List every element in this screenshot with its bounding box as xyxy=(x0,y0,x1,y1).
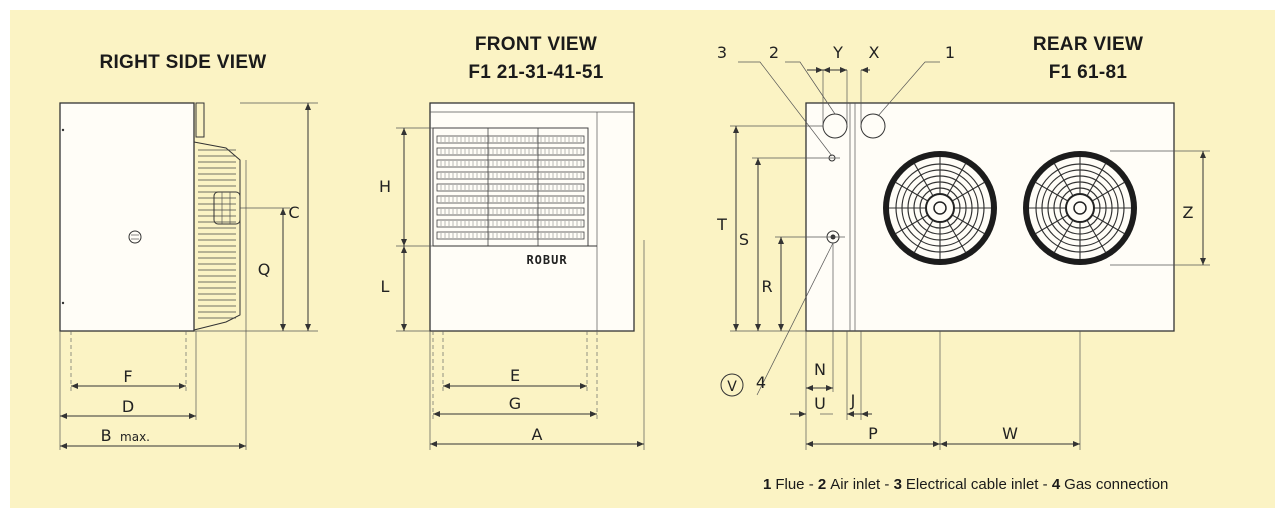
rear-view-title-line2: F1 61-81 xyxy=(1049,62,1128,83)
dim-Q-label: Q xyxy=(258,260,271,279)
callout-3: 3 xyxy=(717,43,727,62)
dim-T-label: T xyxy=(716,215,727,234)
dim-F-label: F xyxy=(123,367,132,386)
side-knob-icon xyxy=(128,230,142,244)
dim-R-label: R xyxy=(761,277,772,296)
dim-G-label: G xyxy=(509,394,521,413)
right-side-view-title: RIGHT SIDE VIEW xyxy=(99,52,266,73)
rear-view-title-line1: REAR VIEW xyxy=(1033,34,1143,55)
dim-E-label: E xyxy=(510,366,520,385)
dim-H-label: H xyxy=(379,177,391,196)
dim-Z-label: Z xyxy=(1183,203,1194,222)
dim-J-label: J xyxy=(850,391,856,410)
side-fan-grille xyxy=(193,141,241,331)
dim-B-label: B max. xyxy=(101,426,150,445)
rear-fan-left xyxy=(883,151,997,265)
front-view-title-line2: F1 21-31-41-51 xyxy=(468,62,603,83)
callout-4: 4 xyxy=(756,373,766,392)
dim-S-label: S xyxy=(739,230,749,249)
dim-D-label: D xyxy=(122,397,134,416)
dim-N-label: N xyxy=(814,360,826,379)
dim-A-label: A xyxy=(532,425,543,444)
robur-logo: ROBUR xyxy=(526,253,567,267)
callout-2: 2 xyxy=(769,43,779,62)
front-view-title-line1: FRONT VIEW xyxy=(475,34,597,55)
dim-C-label: C xyxy=(288,203,299,222)
callout-1: 1 xyxy=(945,43,955,62)
svg-text:V: V xyxy=(727,379,737,395)
dim-X-label: X xyxy=(869,43,880,62)
front-grille xyxy=(432,127,597,247)
dim-L-label: L xyxy=(381,277,390,296)
dim-W-label: W xyxy=(1002,424,1018,443)
dim-U-label: U xyxy=(814,394,826,413)
dim-P-label: P xyxy=(868,424,878,443)
rear-view: REAR VIEW F1 61-81 xyxy=(716,34,1210,450)
front-cabinet xyxy=(429,102,635,332)
right-side-view: RIGHT SIDE VIEW xyxy=(59,52,318,450)
valve-icon xyxy=(720,373,744,397)
rear-fan-right xyxy=(1023,151,1137,265)
side-cabinet xyxy=(59,102,195,332)
front-view: FRONT VIEW F1 21-31-41-51 ROBUR H L xyxy=(379,34,645,450)
dim-Y-label: Y xyxy=(832,43,843,62)
